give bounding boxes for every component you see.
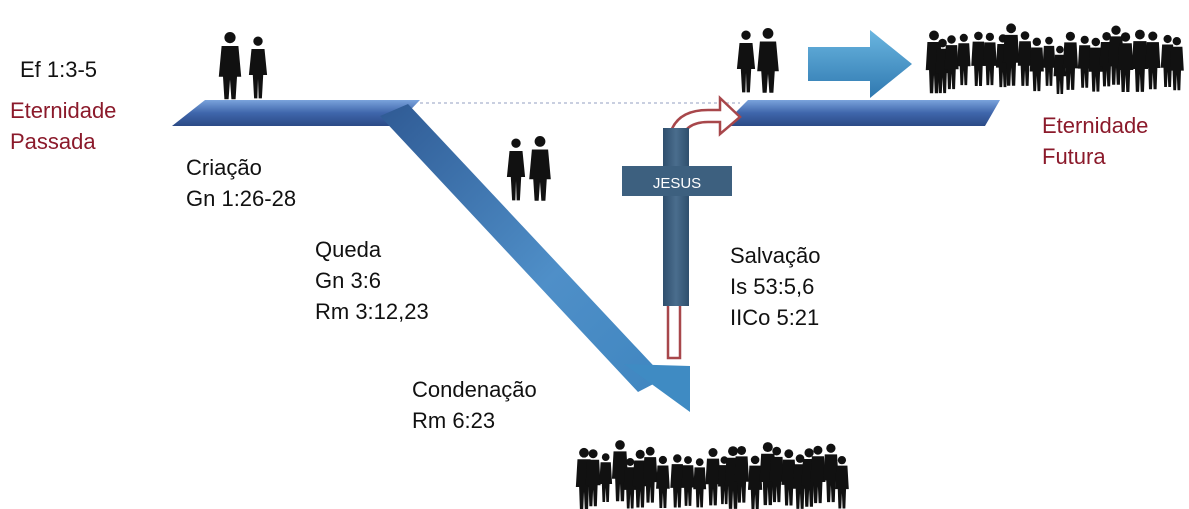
crowd-person-icon	[1017, 31, 1033, 86]
condemnation-ref: Rm 6:23	[412, 408, 496, 433]
crowd-person-icon	[656, 455, 670, 508]
crowd-person-icon	[747, 455, 763, 509]
jesus-cross	[622, 128, 732, 306]
past-eternity-title-2: Passada	[10, 129, 96, 154]
crowd-person-icon	[983, 32, 997, 86]
crowd-person-icon	[599, 453, 613, 502]
crowd-person-icon	[1029, 37, 1044, 92]
future-eternity-title: Eternidade	[1042, 113, 1149, 138]
crowd-person-icon	[681, 456, 695, 506]
crowd-condemned-icon	[575, 440, 849, 509]
fall-ref-1: Gn 3:6	[315, 268, 382, 293]
cross-label: JESUS	[653, 175, 701, 192]
salvation-ref-2: IICo 5:21	[730, 305, 820, 330]
crowd-person-icon	[957, 33, 971, 86]
crowd-person-icon	[705, 448, 721, 506]
right-arrow-icon	[808, 30, 912, 98]
past-eternity-title: Eternidade	[10, 98, 117, 123]
past-ref-label: Ef 1:3-5	[20, 57, 98, 82]
salvation-label: Salvação	[730, 243, 821, 268]
couple-future-icon	[736, 28, 779, 93]
crowd-person-icon	[1062, 31, 1079, 90]
fall-ref-2: Rm 3:12,23	[315, 299, 429, 324]
condemnation-label: Condenação	[412, 377, 537, 402]
salvation-ref-1: Is 53:5,6	[730, 274, 815, 299]
past-eternity-beam	[172, 100, 420, 126]
fall-label: Queda	[315, 237, 382, 262]
crowd-saved-icon	[925, 23, 1184, 95]
couple-fall-icon	[506, 136, 551, 201]
crowd-person-icon	[642, 446, 658, 503]
crowd-person-icon	[971, 31, 986, 86]
crowd-person-icon	[693, 458, 707, 508]
creation-ref: Gn 1:26-28	[186, 186, 297, 211]
couple-past-icon	[218, 32, 268, 100]
crowd-person-icon	[1145, 31, 1161, 90]
crowd-person-icon	[1042, 36, 1056, 86]
future-eternity-beam	[722, 100, 1000, 126]
fall-arrow	[380, 104, 690, 412]
future-eternity-title-2: Futura	[1042, 144, 1106, 169]
creation-label: Criação	[186, 155, 262, 180]
